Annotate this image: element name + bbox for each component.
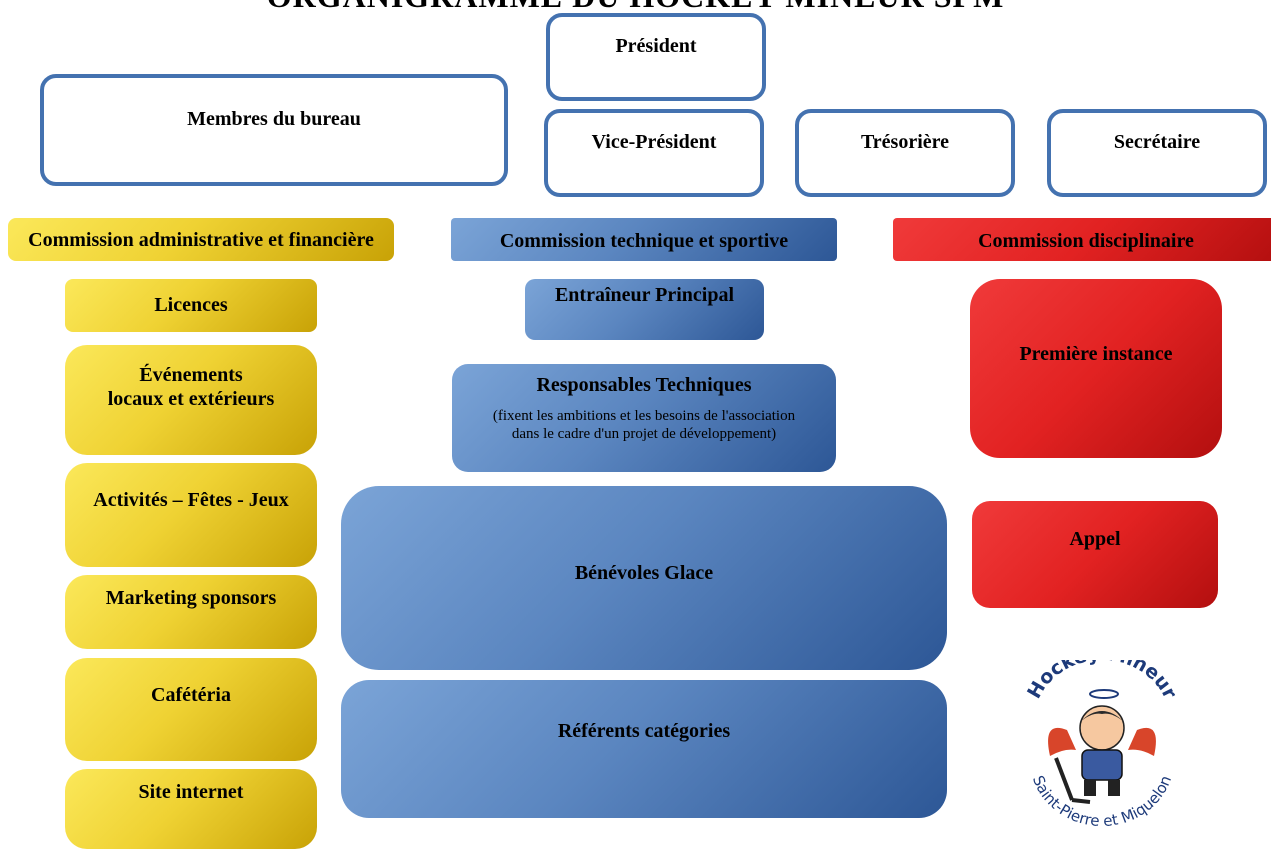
referents-label: Référents catégories: [557, 720, 731, 742]
evenements-label-1: Événements: [139, 364, 243, 386]
disc-first-instance: Première instance: [970, 279, 1222, 458]
appeal-label: Appel: [1069, 528, 1121, 550]
logo-bottom-text: Saint-Pierre et Miquelon: [1029, 773, 1175, 830]
commission-tech-title: Commission technique et sportive: [499, 230, 789, 252]
admin-item-licences: Licences: [65, 279, 317, 332]
responsables-note: (fixent les ambitions et les besoins de …: [452, 407, 836, 443]
tech-referents: Référents catégories: [341, 680, 947, 818]
members-box: Membres du bureau: [40, 74, 508, 186]
activites-label: Activités – Fêtes - Jeux: [93, 489, 289, 511]
admin-item-evenements: Événements locaux et extérieurs: [65, 345, 317, 455]
commission-admin-title: Commission administrative et financière: [28, 229, 374, 251]
tech-coach: Entraîneur Principal: [525, 279, 764, 340]
marketing-label: Marketing sponsors: [105, 587, 277, 609]
vice-president-label: Vice-Président: [591, 131, 717, 153]
page-title: ORGANIGRAMME DU HOCKEY MINEUR SPM: [0, 0, 1271, 15]
admin-item-cafeteria: Cafétéria: [65, 658, 317, 761]
secretaire-label: Secrétaire: [1113, 131, 1201, 153]
secretaire-box: Secrétaire: [1047, 109, 1267, 197]
tech-responsables: Responsables Techniques (fixent les ambi…: [452, 364, 836, 472]
tech-benevoles: Bénévoles Glace: [341, 486, 947, 670]
logo-mascot-icon: [1048, 689, 1156, 804]
hockey-mineur-logo: Hockey Mineur Saint-Pierre et Miquelon: [1023, 660, 1181, 830]
cafeteria-label: Cafétéria: [151, 684, 231, 706]
coach-label: Entraîneur Principal: [554, 284, 735, 306]
responsables-note-line-2: dans le cadre d'un projet de développeme…: [511, 426, 777, 442]
admin-item-site: Site internet: [65, 769, 317, 849]
vice-president-box: Vice-Président: [544, 109, 764, 197]
admin-item-activites: Activités – Fêtes - Jeux: [65, 463, 317, 567]
members-label: Membres du bureau: [187, 108, 361, 130]
commission-tech-header: Commission technique et sportive: [451, 218, 837, 261]
disc-appeal: Appel: [972, 501, 1218, 608]
site-label: Site internet: [138, 781, 244, 803]
first-instance-label: Première instance: [1019, 343, 1173, 365]
logo-top-text: Hockey Mineur: [1023, 660, 1181, 703]
tresoriere-label: Trésorière: [860, 131, 950, 153]
tresoriere-box: Trésorière: [795, 109, 1015, 197]
admin-item-marketing: Marketing sponsors: [65, 575, 317, 649]
evenements-label-2: locaux et extérieurs: [107, 388, 275, 410]
benevoles-label: Bénévoles Glace: [574, 562, 714, 584]
responsables-note-line-1: (fixent les ambitions et les besoins de …: [492, 408, 796, 424]
commission-disc-header: Commission disciplinaire: [893, 218, 1271, 261]
responsables-label: Responsables Techniques: [536, 374, 752, 396]
commission-disc-title: Commission disciplinaire: [978, 230, 1194, 252]
president-box: Président: [546, 13, 766, 101]
president-label: Président: [615, 35, 697, 57]
commission-admin-header: Commission administrative et financière: [8, 218, 394, 261]
licences-label: Licences: [154, 294, 228, 316]
